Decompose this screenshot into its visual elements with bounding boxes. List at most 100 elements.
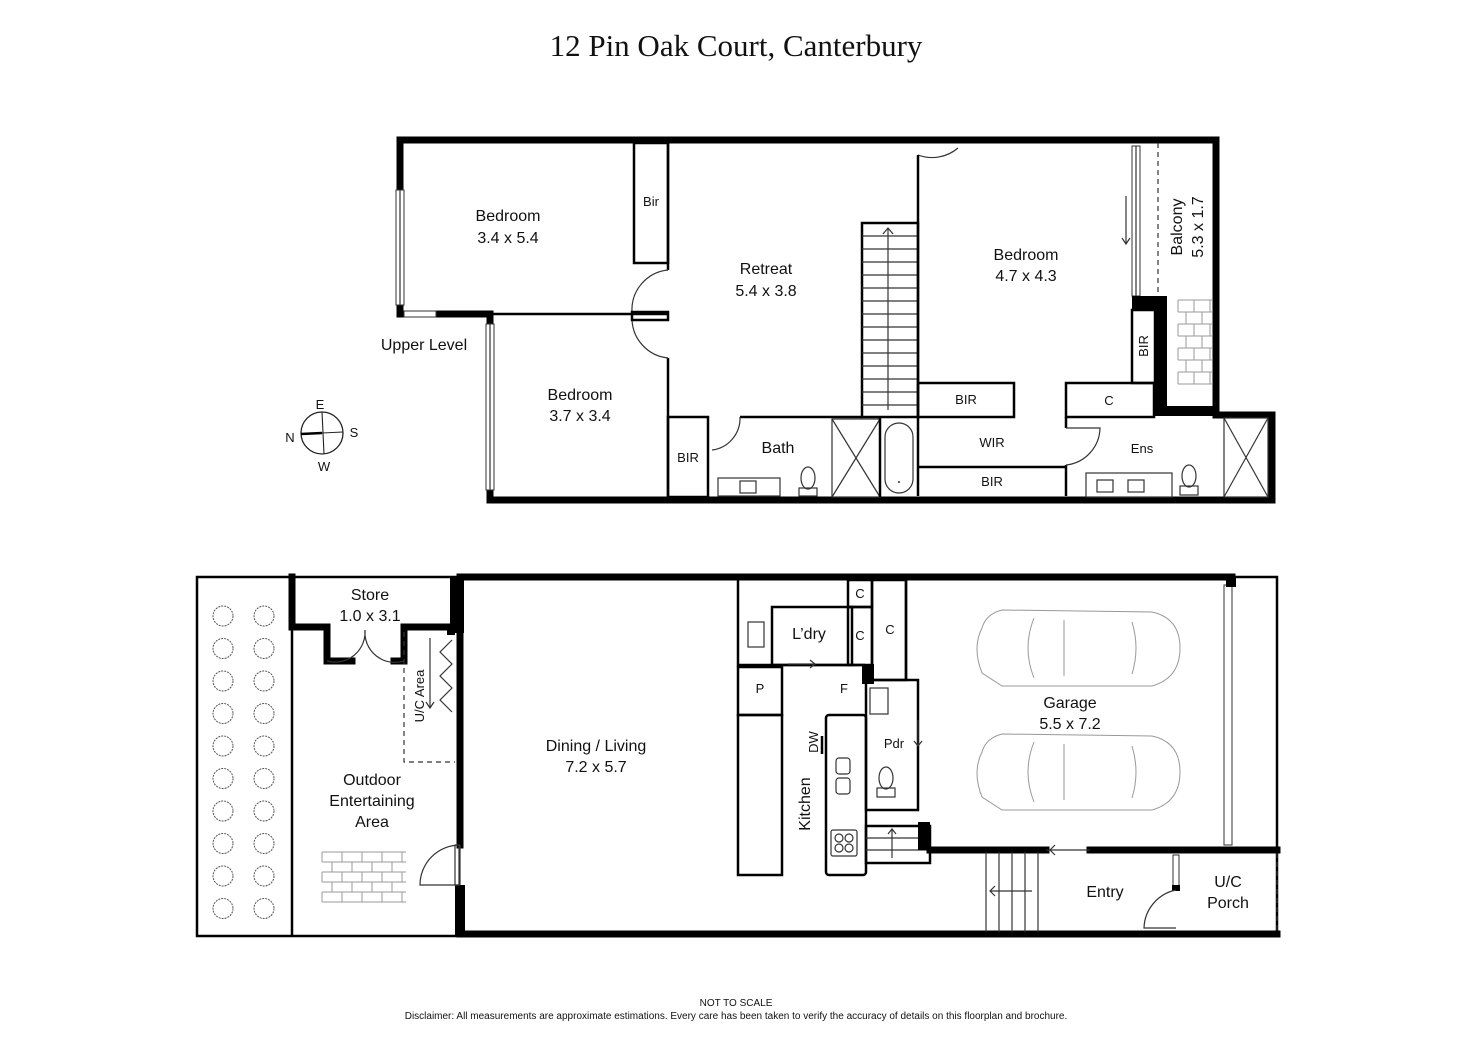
laundry-label: L’dry — [792, 626, 826, 643]
cupboard-label: C — [855, 628, 864, 643]
upper-level-label: Upper Level — [381, 337, 467, 354]
shrub-icon — [212, 800, 234, 822]
store-name: Store — [351, 587, 389, 604]
dining-size: 7.2 x 5.7 — [565, 759, 626, 776]
car-icon — [976, 609, 1181, 687]
main-bedroom-name: Bedroom — [994, 247, 1059, 264]
upper-outer-wall-top — [396, 136, 1220, 414]
cupboard — [1064, 381, 1156, 419]
balcony-name: Balcony — [1169, 199, 1186, 256]
garage-size: 5.5 x 7.2 — [1039, 716, 1100, 733]
property-title: 12 Pin Oak Court, Canterbury — [549, 28, 923, 63]
outdoor-line1: Outdoor — [343, 772, 401, 789]
window — [1172, 854, 1180, 888]
uc-area-boundary — [403, 632, 455, 763]
door-swing — [1065, 427, 1101, 466]
kitchen-label: Kitchen — [797, 777, 814, 830]
bath-label: Bath — [762, 440, 795, 457]
bedroom2-name: Bedroom — [548, 387, 613, 404]
shrub-icon — [253, 800, 275, 822]
bir-vertical-label: BIR — [1136, 335, 1151, 357]
entry-stairs — [985, 852, 1039, 932]
toilet-cistern — [798, 487, 818, 497]
porch-line1: U/C — [1214, 874, 1242, 891]
cupboard-label: C — [855, 586, 864, 601]
wir-label: WIR — [979, 435, 1004, 450]
shrub-icon — [253, 768, 275, 789]
dishwasher-label: DW — [806, 730, 821, 752]
door-swing — [419, 844, 461, 886]
double-door-swing — [326, 629, 405, 664]
cupboard-label: C — [1104, 393, 1113, 408]
entry-label: Entry — [1086, 884, 1123, 901]
shower — [1223, 417, 1269, 498]
laundry — [770, 605, 854, 667]
shrub-icon — [212, 735, 234, 757]
compass-icon — [300, 411, 344, 455]
garden-plants — [212, 605, 275, 919]
ensuite-label: Ens — [1131, 441, 1154, 456]
bir-label: Bir — [643, 194, 660, 209]
compass-east: E — [316, 397, 325, 412]
window — [395, 189, 405, 306]
store-size: 1.0 x 3.1 — [339, 608, 400, 625]
compass-west: W — [318, 459, 331, 474]
toilet-icon — [1181, 464, 1197, 488]
ground-level-plan — [195, 573, 1281, 938]
window — [403, 310, 437, 318]
disclaimer: Disclaimer: All measurements are approxi… — [404, 1011, 1068, 1022]
staircase — [860, 221, 920, 419]
shrub-icon — [212, 865, 234, 887]
powder-label: Pdr — [884, 736, 905, 751]
upper-outer-wall-bottom — [486, 411, 1276, 504]
car-icon — [976, 733, 1181, 811]
cooktop-icon — [830, 829, 858, 857]
door-swing — [711, 416, 741, 451]
vanity — [1085, 472, 1173, 498]
bench — [736, 713, 784, 877]
shrub-icon — [253, 833, 275, 854]
fridge-label: F — [840, 681, 848, 696]
window — [485, 323, 495, 491]
retreat-name: Retreat — [740, 261, 793, 278]
bir-closet — [666, 415, 710, 499]
garage-door — [1223, 584, 1233, 846]
bir-wir-label: BIR — [981, 474, 1003, 489]
shrub-icon — [253, 703, 275, 724]
dining-name: Dining / Living — [546, 738, 647, 755]
shrub-icon — [253, 865, 275, 887]
uc-area-label: U/C Area — [412, 669, 427, 723]
shrub-icon — [212, 638, 234, 659]
shrub-icon — [212, 898, 234, 919]
shrub-icon — [212, 703, 234, 724]
heater-icon — [439, 639, 453, 713]
balcony-size: 5.3 x 1.7 — [1190, 196, 1207, 257]
bir-closet — [1130, 308, 1157, 385]
shrub-icon — [253, 638, 275, 659]
upper-level-plan — [395, 136, 1276, 504]
basin — [739, 480, 757, 494]
door-swing — [631, 317, 669, 359]
brick-paving-icon — [1177, 299, 1212, 385]
bir-closet — [916, 381, 1016, 419]
door-jamb — [630, 310, 670, 322]
shrub-icon — [212, 670, 234, 692]
sink-icon — [835, 757, 851, 775]
shrub-icon — [253, 605, 275, 627]
wall-segment — [390, 623, 451, 665]
bedroom1-name: Bedroom — [476, 208, 541, 225]
compass-south: S — [350, 425, 359, 440]
scale-note: NOT TO SCALE — [699, 998, 773, 1009]
porch-line2: Porch — [1207, 895, 1249, 912]
shrub-icon — [253, 735, 275, 757]
toilet-icon — [878, 766, 894, 790]
garage-name: Garage — [1043, 695, 1096, 712]
wall-segment — [288, 623, 356, 665]
door-swing — [1143, 889, 1177, 929]
door-swing — [631, 269, 669, 313]
bedroom2-size: 3.7 x 3.4 — [549, 408, 610, 425]
shrub-icon — [212, 768, 234, 789]
bathtub — [884, 422, 914, 494]
bir-stair-label: BIR — [955, 392, 977, 407]
